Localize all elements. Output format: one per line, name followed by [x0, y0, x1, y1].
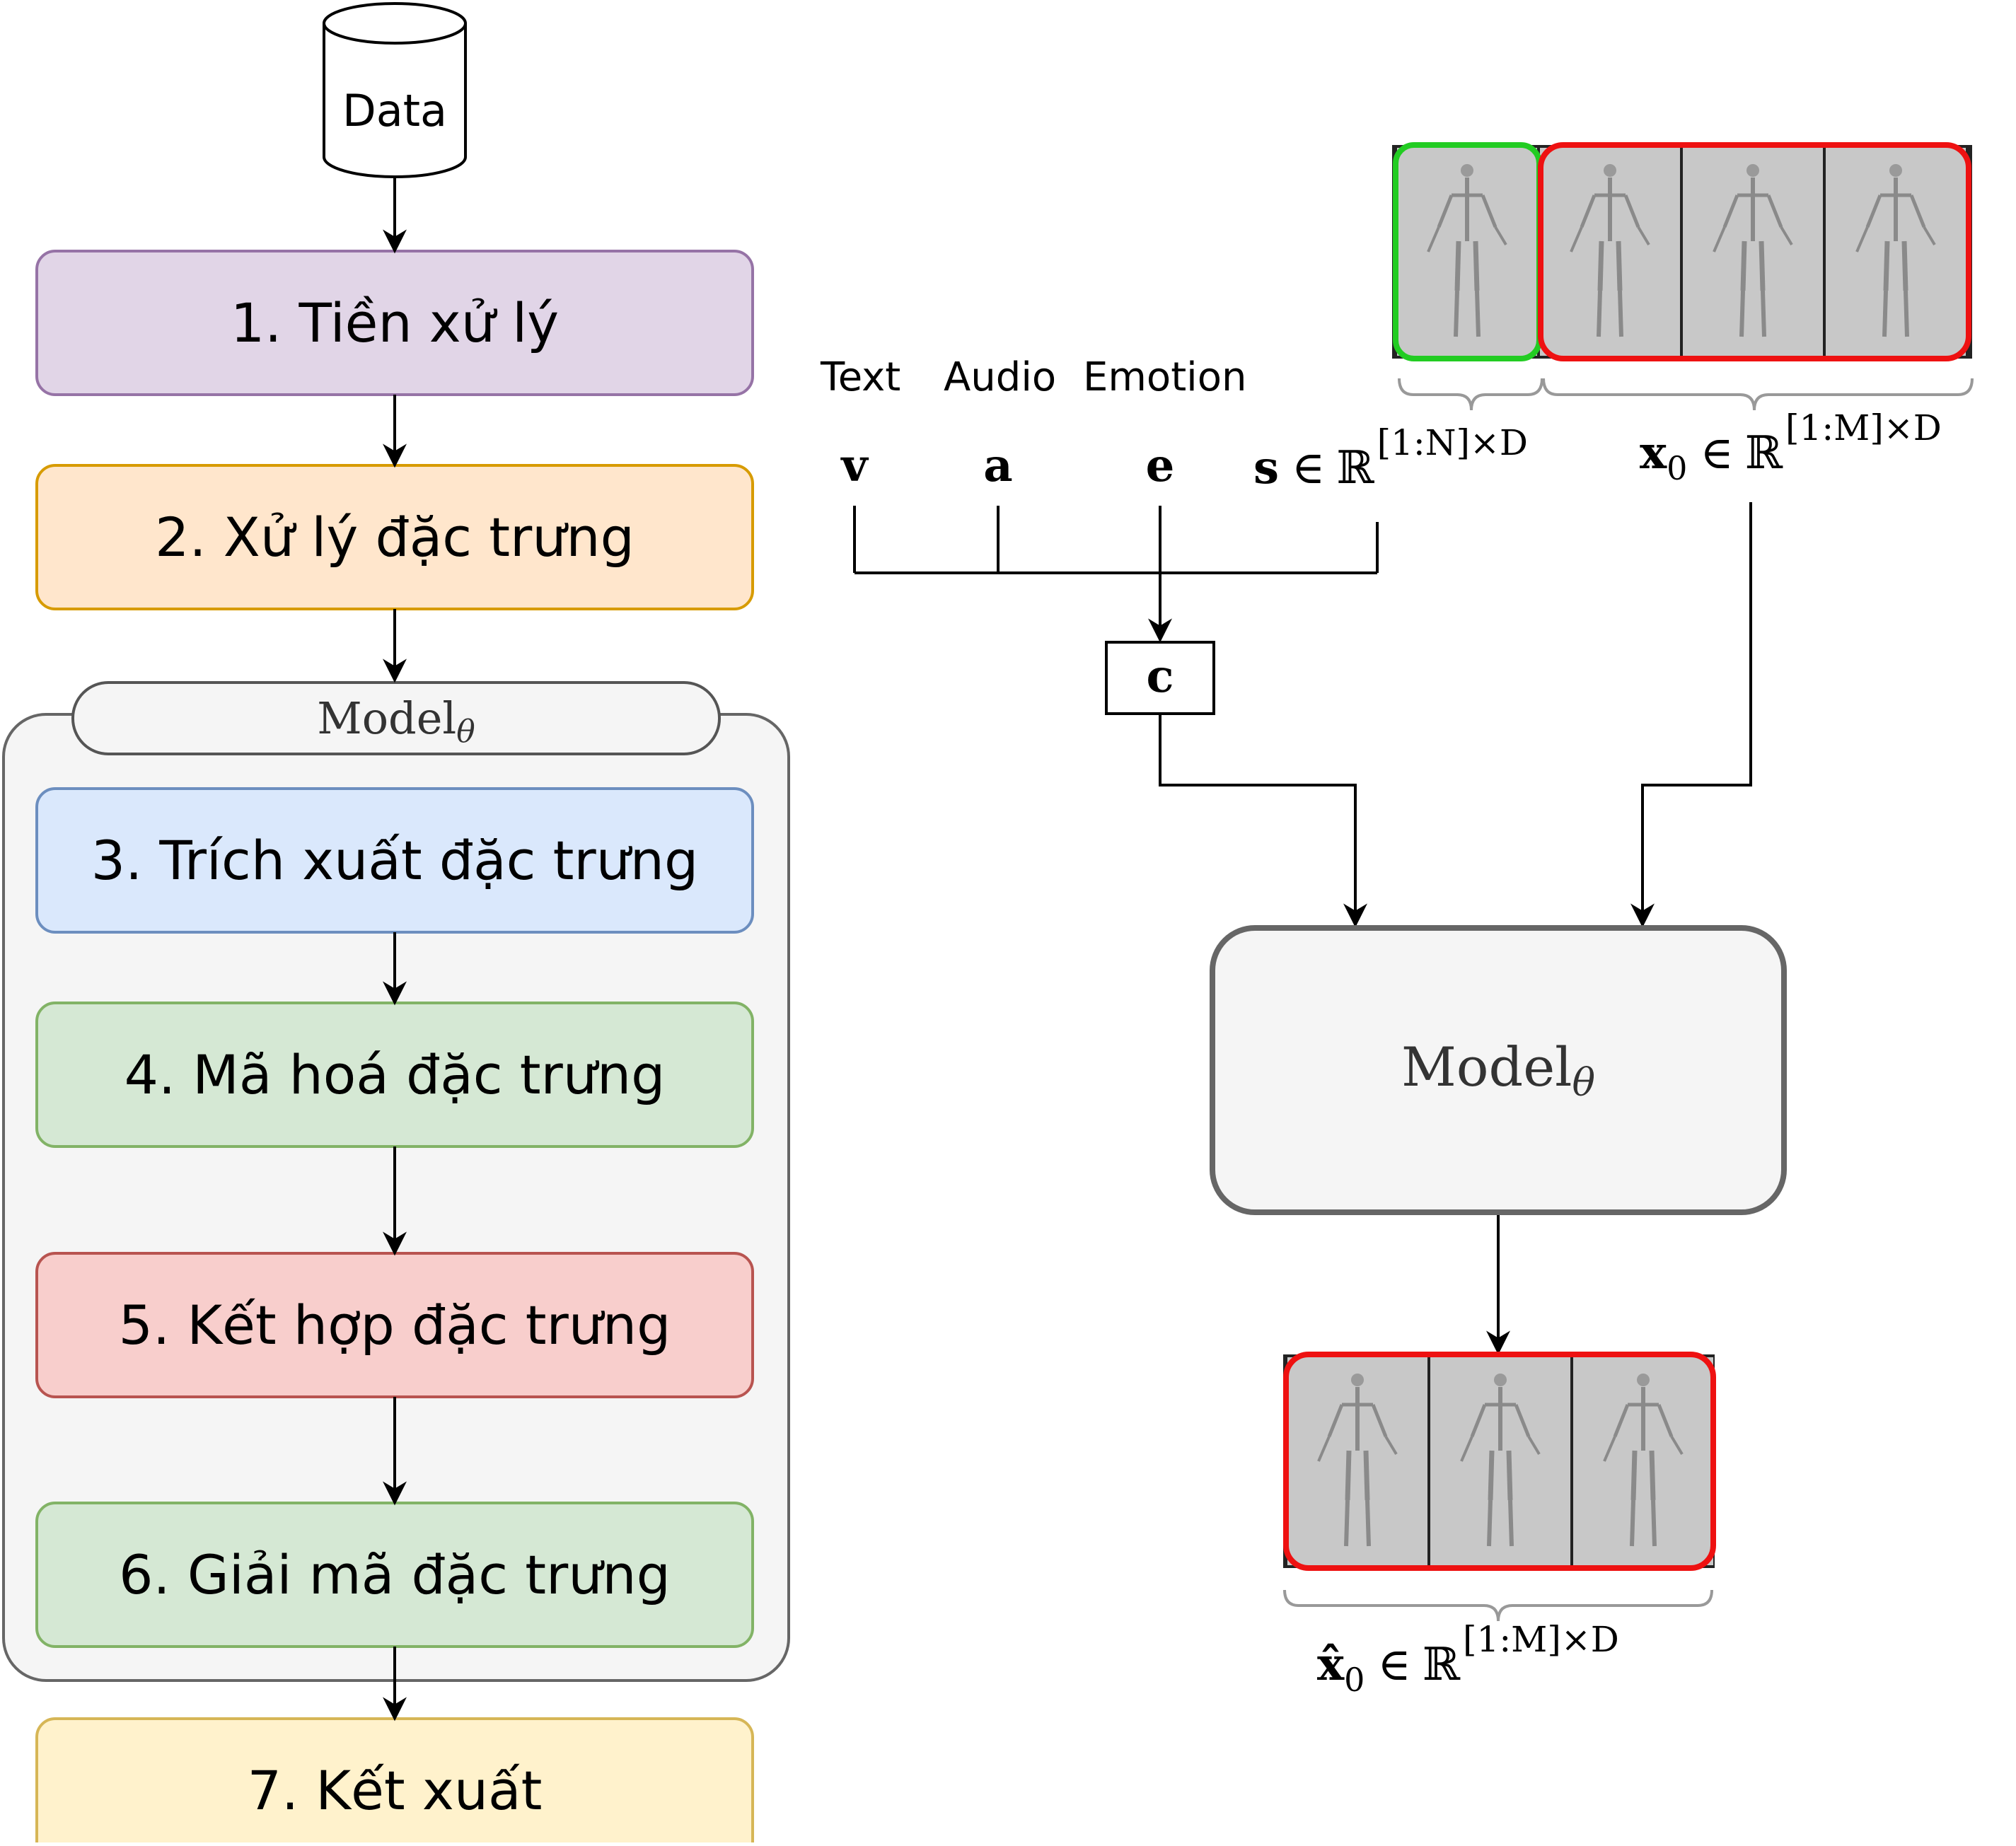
pipeline-step-1: 1. Tiền xử lý	[35, 250, 754, 396]
pipeline-step-label: 3. Trích xuất đặc trưng	[91, 829, 698, 892]
input-frame-2	[1540, 148, 1680, 356]
output-brace	[1283, 1589, 1713, 1622]
model-box: Modelθ	[1210, 925, 1787, 1215]
pipeline-step-label: 7. Kết xuất	[248, 1759, 543, 1822]
a-symbol: a	[983, 439, 1012, 492]
s-set-expression: s∈ℝ[1:N]×D	[1253, 422, 1528, 494]
output-pose-highlight	[1283, 1352, 1716, 1571]
target-pose-highlight	[1538, 142, 1971, 361]
top-braces	[1398, 378, 1974, 411]
input-merge-lines	[853, 506, 1379, 643]
text-label: Text	[820, 354, 900, 400]
output-motion-frames	[1283, 1352, 1716, 1571]
emotion-label: Emotion	[1083, 354, 1246, 400]
input-frame-4	[1826, 148, 1966, 356]
input-frame-1	[1397, 148, 1537, 356]
pipeline-step-2: 2. Xử lý đặc trưng	[35, 464, 754, 610]
pipeline-step-label: 1. Tiền xử lý	[231, 291, 559, 354]
pipeline-step-label: 6. Giải mã đặc trưng	[119, 1543, 671, 1606]
output-frame-2	[1430, 1357, 1570, 1565]
pipeline-step-label: 5. Kết hợp đặc trưng	[119, 1294, 671, 1357]
pipeline-steps: 1. Tiền xử lý 2. Xử lý đặc trưng 3. Trích …	[35, 250, 754, 1846]
model-input-connectors	[1159, 502, 1752, 928]
model-label: Modelθ	[1401, 1035, 1595, 1105]
condition-box: c	[1105, 641, 1215, 715]
pipeline-step-7: 7. Kết xuất	[35, 1717, 754, 1846]
condition-label: c	[1147, 650, 1174, 703]
pipeline-step-label: 4. Mã hoá đặc trưng	[124, 1043, 666, 1106]
pipeline-step-5: 5. Kết hợp đặc trưng	[35, 1252, 754, 1398]
input-motion-frames	[1392, 142, 1972, 361]
pipeline-step-4: 4. Mã hoá đặc trưng	[35, 1002, 754, 1148]
output-set-expression: x̂0∈ℝ[1:M]×D	[1317, 1619, 1619, 1699]
pipeline-step-6: 6. Giải mã đặc trưng	[35, 1502, 754, 1648]
x0-set-expression: x0∈ℝ[1:M]×D	[1640, 407, 1942, 487]
output-frame-3	[1573, 1357, 1713, 1565]
pipeline-step-label: 2. Xử lý đặc trưng	[155, 506, 635, 569]
model-group-label: Modelθ	[317, 692, 475, 750]
v-symbol: v	[840, 439, 869, 492]
input-frame-3	[1683, 148, 1823, 356]
pipeline-step-3: 3. Trích xuất đặc trưng	[35, 787, 754, 934]
data-cylinder: Data	[323, 2, 467, 178]
e-symbol: e	[1146, 439, 1175, 492]
output-frame-1	[1287, 1357, 1427, 1565]
data-label: Data	[342, 85, 447, 137]
audio-label: Audio	[944, 354, 1056, 400]
